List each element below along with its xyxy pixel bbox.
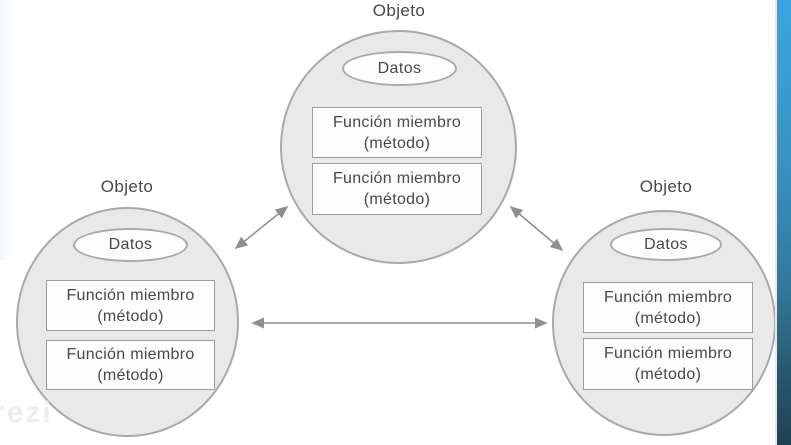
- method-line2: (método): [634, 309, 702, 327]
- arrow-top-right: [509, 205, 564, 252]
- method-box-right-1: Función miembro (método): [583, 282, 753, 333]
- method-box-top-2: Función miembro (método): [312, 163, 482, 215]
- arrow-left-top: [234, 205, 289, 250]
- datos-ellipse-left: Datos: [73, 228, 188, 262]
- method-box-right-2: Función miembro (método): [583, 338, 753, 390]
- method-line1: Función miembro: [66, 286, 195, 304]
- datos-ellipse-top: Datos: [342, 51, 457, 86]
- method-line2: (método): [363, 191, 431, 208]
- object-label-left: Objeto: [100, 177, 154, 196]
- left-edge-tint: [0, 0, 13, 260]
- method-box-top-1: Función miembro (método): [312, 107, 482, 158]
- prezi-watermark: rezi: [0, 396, 53, 429]
- method-box-left-1: Función miembro (método): [46, 280, 215, 331]
- object-label-right: Objeto: [639, 177, 693, 196]
- right-edge-stripe: [775, 0, 791, 445]
- method-line1: Función miembro: [332, 113, 462, 131]
- object-label-top: Objeto: [372, 1, 426, 20]
- method-line2: (método): [363, 134, 431, 152]
- method-box-left-2: Función miembro (método): [46, 340, 215, 390]
- method-line2: (método): [634, 366, 702, 383]
- method-line1: Función miembro: [66, 346, 195, 363]
- method-line1: Función miembro: [332, 170, 462, 187]
- datos-ellipse-right: Datos: [610, 228, 722, 261]
- method-line2: (método): [97, 307, 164, 325]
- method-line1: Función miembro: [603, 345, 733, 362]
- method-line2: (método): [97, 367, 164, 384]
- method-line1: Función miembro: [603, 288, 733, 306]
